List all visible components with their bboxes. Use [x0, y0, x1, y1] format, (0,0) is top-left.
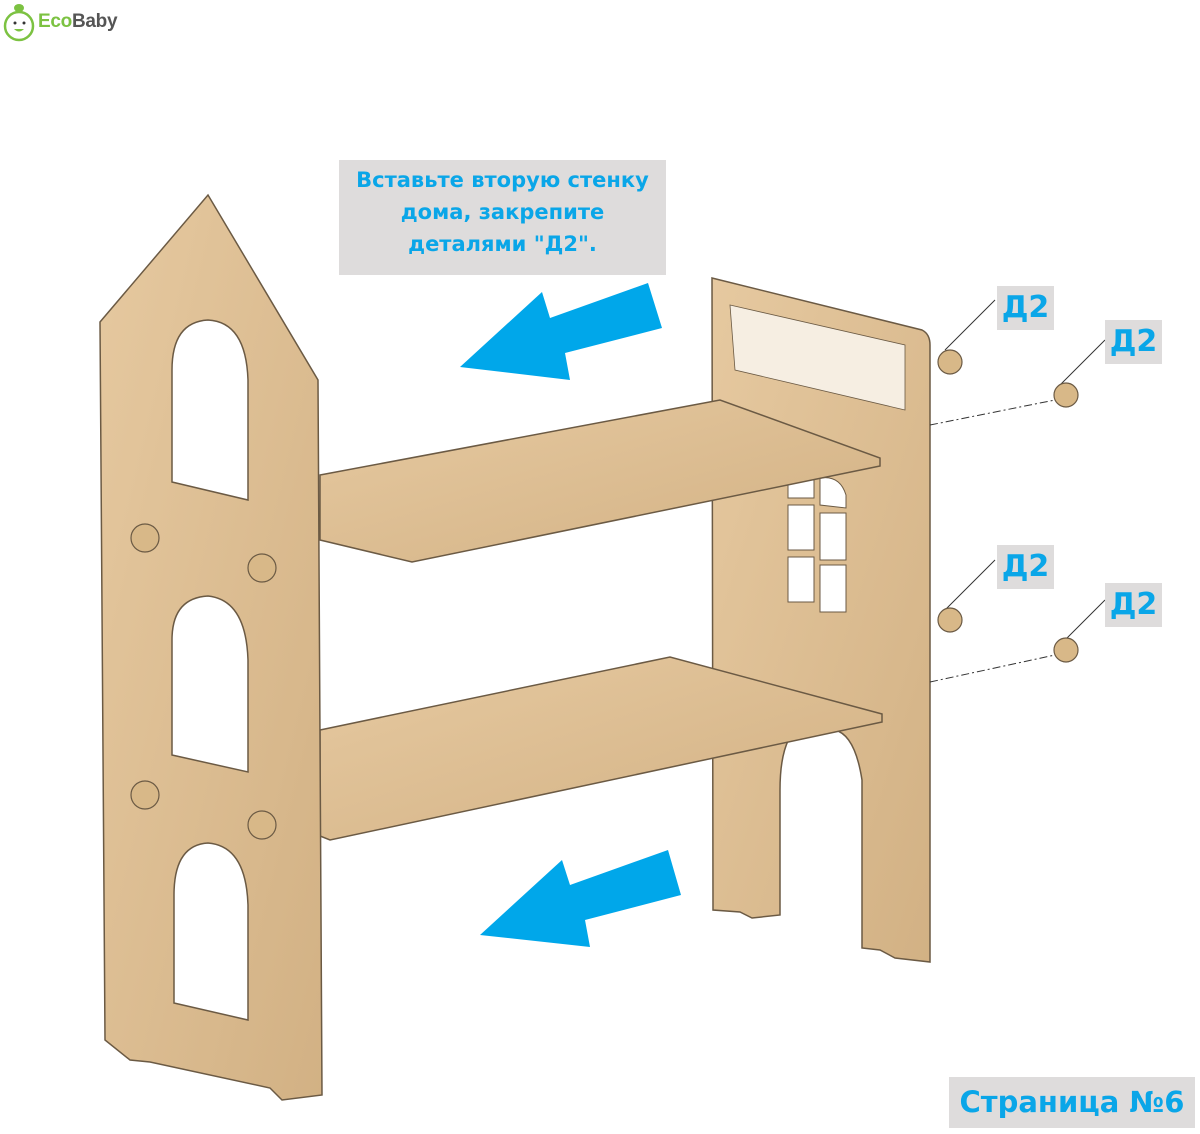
left-window-2	[171, 595, 249, 773]
ecobaby-logo: EcoBaby	[2, 2, 118, 42]
arrow-top-icon	[460, 283, 662, 380]
part-label-d2: Д2	[1105, 320, 1162, 364]
part-label-d2: Д2	[997, 286, 1054, 330]
part-label-d2: Д2	[1105, 583, 1162, 627]
arrow-bottom-icon	[480, 850, 681, 947]
baby-face-icon	[3, 4, 35, 42]
left-window-1	[171, 319, 249, 501]
brand-baby: Baby	[71, 11, 118, 32]
right-wall	[711, 277, 931, 963]
left-wall	[99, 193, 323, 1101]
page-number: Страница №6	[949, 1077, 1195, 1128]
brand-eco: Eco	[38, 11, 72, 32]
upper-shelf	[319, 399, 881, 563]
instruction-caption: Вставьте вторую стенку дома, закрепите д…	[339, 160, 666, 275]
left-window-3	[173, 842, 249, 1021]
lattice-window	[729, 304, 906, 411]
part-label-d2: Д2	[997, 545, 1054, 589]
d2-connector-icon	[937, 349, 1079, 663]
